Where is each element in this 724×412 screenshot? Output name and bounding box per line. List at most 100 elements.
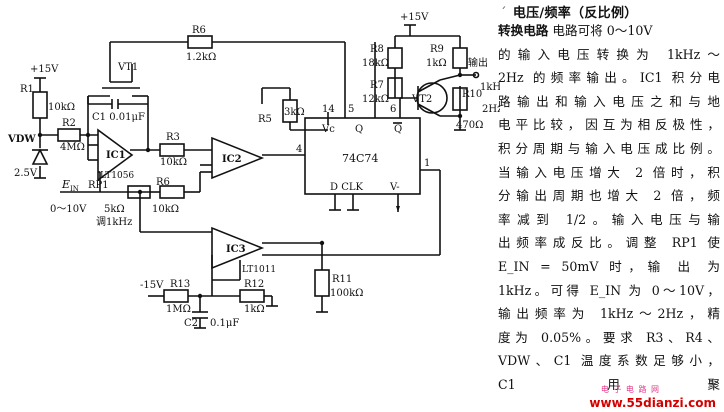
label-r6-top-val: 1.2kΩ bbox=[186, 52, 216, 63]
description-line: 率减到 1/2。输入电压与输 bbox=[498, 211, 720, 228]
resistor-r8 bbox=[387, 47, 403, 69]
description-line: 2Hz 的频率输出。IC1 积分电 bbox=[498, 69, 720, 86]
label-r5: R5 bbox=[258, 114, 272, 125]
potentiometer-rp1 bbox=[127, 185, 151, 199]
description-line: 转换电路 电路可将 0～10V bbox=[498, 22, 720, 39]
label-output: 输出 bbox=[468, 56, 488, 69]
label-vt2: VT2 bbox=[411, 94, 432, 105]
resistor-r5 bbox=[282, 99, 298, 123]
label-ic2: IC2 bbox=[222, 154, 242, 165]
label-r9: R9 bbox=[430, 44, 444, 55]
label-lt1011: LT1011 bbox=[242, 265, 276, 275]
resistor-r9 bbox=[452, 47, 468, 69]
label-r10-val: 470Ω bbox=[456, 120, 483, 131]
resistor-r7 bbox=[387, 77, 403, 99]
component-labels: +15V R1 10kΩ VDW 2.5V R2 4MΩ VT1 R6 1.2k… bbox=[7, 12, 500, 329]
description-text-span: 积分周期与输入电压成比例。 bbox=[498, 141, 720, 156]
description-text-span: VDW、C1 温度系数足够小， bbox=[498, 353, 720, 369]
label-vdw: VDW bbox=[7, 134, 36, 145]
resistor-r10 bbox=[452, 87, 468, 111]
label-rp1-val: 5kΩ bbox=[104, 204, 125, 215]
label-ein-sub: IN bbox=[70, 185, 79, 193]
label-pin1: 1 bbox=[424, 158, 430, 169]
transistor-vt2 bbox=[416, 82, 448, 114]
description-text-span: 2Hz 的频率输出。IC1 积分电 bbox=[498, 70, 720, 86]
description-text-span: E_IN = 50mV 时，输 出 为 bbox=[498, 259, 720, 274]
resistor-r6-low bbox=[159, 185, 185, 199]
label-r12-val: 1kΩ bbox=[244, 304, 265, 315]
description-line: 积分周期与输入电压成比例。 bbox=[498, 140, 720, 157]
description-line: 的输入电压转换为 1kHz～ bbox=[498, 46, 720, 63]
resistor-r13 bbox=[163, 289, 189, 303]
description-line: 电平比较，因互为相反极性， bbox=[498, 116, 720, 133]
component-shapes bbox=[31, 35, 480, 319]
label-ein-range: 0～10V bbox=[50, 204, 87, 215]
label-ein: E bbox=[61, 178, 70, 191]
description-text-span: 度为 0.05%。要求 R3、R4、 bbox=[498, 329, 720, 345]
label-vdw-val: 2.5V bbox=[14, 168, 38, 179]
label-minus15v: -15V bbox=[140, 280, 164, 291]
description-line: 路输出和输入电压之和与地 bbox=[498, 93, 720, 110]
label-r12: R12 bbox=[244, 279, 264, 290]
opamp-ic3 bbox=[211, 226, 265, 270]
label-freq-bot: 2Hz bbox=[482, 104, 500, 115]
description-line: 1kHz。可得 E_IN 为 0～10V， bbox=[498, 282, 720, 299]
label-qbar: Q bbox=[394, 124, 402, 135]
label-pin6: 6 bbox=[390, 104, 396, 115]
label-r3-val: 10kΩ bbox=[160, 157, 187, 168]
label-q: Q bbox=[355, 124, 363, 135]
label-freq-top: 1kHz bbox=[480, 82, 500, 93]
description-lead: 转换电路 bbox=[498, 23, 549, 38]
description-text-span: 路输出和输入电压之和与地 bbox=[498, 93, 720, 109]
label-r7-val: 12kΩ bbox=[362, 94, 389, 105]
description-line: 分输出周期也增大 2 倍，频 bbox=[498, 187, 720, 204]
watermark-small: 电 子 电 路 网 bbox=[600, 385, 660, 394]
label-r13: R13 bbox=[170, 279, 190, 290]
title-text: 电压/频率（反比例） bbox=[512, 6, 638, 21]
label-r11: R11 bbox=[332, 274, 352, 285]
description-text-span: 出频率成反比。调整 RP1 使 bbox=[498, 235, 720, 251]
description-text-span: 的输入电压转换为 1kHz～ bbox=[498, 46, 720, 62]
label-r8-val: 18kΩ bbox=[362, 58, 389, 69]
resistor-r12 bbox=[239, 289, 265, 303]
zener-vdw bbox=[31, 148, 49, 165]
label-r9-val: 1kΩ bbox=[426, 58, 447, 69]
label-r2: R2 bbox=[62, 118, 76, 129]
resistor-r11 bbox=[314, 269, 330, 297]
resistor-r2 bbox=[57, 128, 81, 142]
description-line: 输出频率为 1kHz～2Hz，精 bbox=[498, 305, 720, 322]
description-text-span: 输出频率为 1kHz～2Hz，精 bbox=[498, 306, 720, 322]
description-line: VDW、C1 温度系数足够小， bbox=[498, 352, 720, 369]
label-c2: C2 bbox=[184, 318, 198, 329]
description-line: 当输入电压增大 2 倍时，积 bbox=[498, 164, 720, 181]
description-text-span: 电路可将 0～10V bbox=[548, 23, 653, 38]
label-plus15v-left: +15V bbox=[30, 64, 59, 75]
label-rp1: RP1 bbox=[88, 180, 109, 191]
label-vt1: VT1 bbox=[117, 62, 138, 73]
label-plus15v-right: +15V bbox=[400, 12, 429, 23]
description-text-span: 率减到 1/2。输入电压与输 bbox=[498, 211, 720, 227]
opamp-ic1 bbox=[97, 128, 134, 182]
label-lt1056: LT1056 bbox=[100, 171, 134, 181]
label-r7: R7 bbox=[370, 80, 384, 91]
label-r11-val: 100kΩ bbox=[330, 288, 363, 299]
label-r8: R8 bbox=[370, 44, 384, 55]
resistor-r3 bbox=[159, 143, 185, 157]
watermark: www.55dianzi.com bbox=[589, 396, 716, 410]
label-pin14: 14 bbox=[322, 104, 335, 115]
label-r6-low: R6 bbox=[156, 177, 170, 188]
resistor-r6-top bbox=[187, 35, 213, 49]
label-ic1: IC1 bbox=[106, 150, 126, 161]
label-chip: 74C74 bbox=[342, 152, 378, 165]
label-vminus: V- bbox=[389, 182, 400, 193]
label-ic3: IC3 bbox=[226, 244, 246, 255]
description-line: E_IN = 50mV 时，输 出 为 bbox=[498, 258, 720, 275]
label-rp1-note: 调1kHz bbox=[96, 216, 132, 228]
description-text-span: 1kHz。可得 E_IN 为 0～10V， bbox=[498, 282, 720, 298]
label-r10: R10 bbox=[462, 89, 482, 100]
description-text-span: C1 用聚 bbox=[498, 377, 720, 392]
label-c2-val: 0.1μF bbox=[210, 318, 239, 329]
label-pin5: 5 bbox=[348, 104, 354, 115]
resistor-r1 bbox=[32, 91, 48, 119]
